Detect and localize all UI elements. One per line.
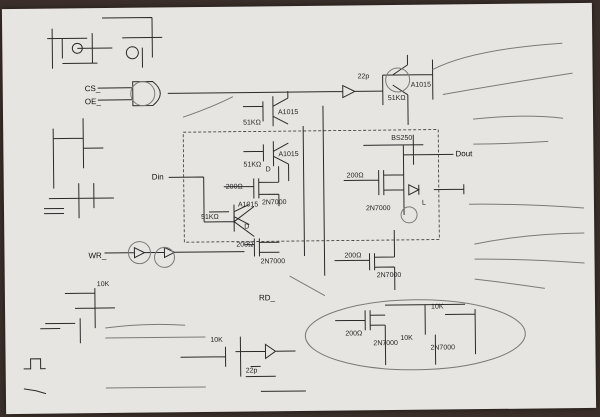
label-din: Din [152,172,164,181]
label-2n7000-c: 2N7000 [261,258,286,265]
label-2n7000-f: 2N7000 [430,344,455,351]
bottom-right-circuit [304,299,526,371]
label-10k-c: 10K [97,281,110,288]
label-oe: OE_ [85,97,102,106]
label-d-a: D [244,224,249,231]
label-200-c: 200Ω [236,241,253,248]
label-d-b: D [266,166,271,173]
label-200-a: 200Ω [226,184,243,191]
waveform-sketch [23,358,47,395]
label-dout: Dout [455,149,473,158]
label-10k-d: 10K [210,337,223,344]
label-wr: WR_ [88,251,106,260]
led-diodes [400,184,465,224]
dashed-block [182,129,440,243]
label-22p-a: 22p [358,73,370,80]
a1015-pair [242,91,290,182]
label-10k-b: 10K [400,335,413,342]
bottom-center-circuit [180,336,306,392]
top-right-transistor [385,54,411,125]
label-200-d: 200Ω [344,252,361,259]
label-l: L [422,200,426,207]
label-a1015-a: A1015 [411,82,431,89]
label-51k-d: 51KΩ [201,214,219,221]
label-51k-c: 51KΩ [244,161,262,168]
label-a1015-c: A1015 [278,151,298,158]
left-transistor-stack [43,118,114,219]
a1015-lower [209,204,250,225]
label-51k-b: 51KΩ [243,119,261,126]
mosfet-center [223,166,280,207]
label-2n7000-a: 2N7000 [262,199,287,206]
label-cs: CS_ [85,84,101,93]
label-2n7000-b: 2N7000 [366,205,391,212]
label-22p-b: 22p [246,367,258,374]
right-block [302,105,454,276]
label-51k-a: 51KΩ [388,95,406,102]
bottom-left-circuit [40,288,116,344]
label-a1015-b: A1015 [278,109,298,116]
cs-oe-gate [97,59,434,107]
circuit-schematic: CS_ OE_ 51KΩ A1015 22p Din 51KΩ A1015 51… [23,17,585,395]
label-a1015-d: A1015 [238,201,258,208]
label-2n7000-e: 2N7000 [373,340,398,347]
label-rd: RD_ [259,293,276,302]
label-10k-a: 10K [431,303,444,310]
label-2n7000-d: 2N7000 [377,272,402,279]
top-left-circuit [47,17,163,69]
pencil-annotations [105,42,585,389]
label-200-b: 200Ω [347,172,364,179]
wr-line [104,238,280,268]
mid-lower-mosfets [334,229,396,291]
label-200-e: 200Ω [345,330,362,337]
label-bs250: BS250 [391,135,412,142]
